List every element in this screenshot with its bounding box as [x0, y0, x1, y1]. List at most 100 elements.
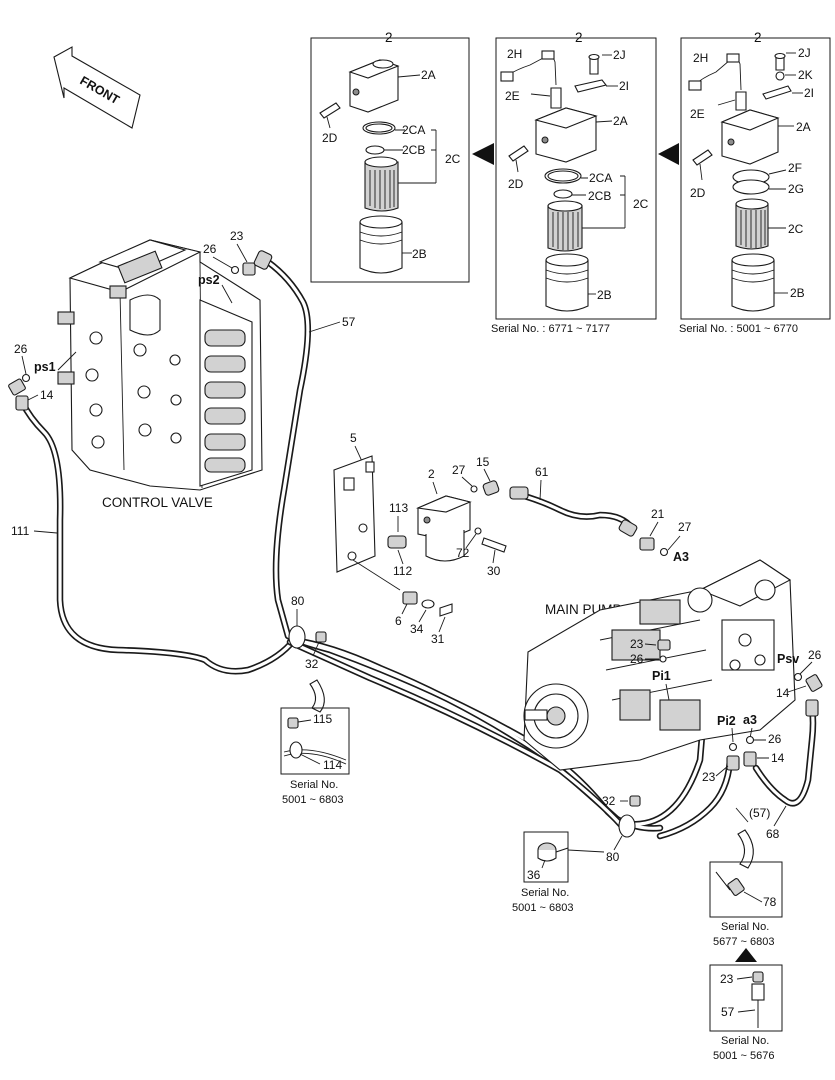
box3-label-2J: 2J: [798, 46, 811, 60]
pump-callout-23-pi2: 23: [702, 770, 716, 784]
hose-57-paren-label: (57): [749, 806, 770, 820]
filter-assembly: 5 2 27 15 61 113 72 112 30: [333, 431, 692, 646]
inset-serial-5001-5676: 23 57 Serial No. 5001 ~ 5676: [709, 964, 783, 1062]
inset-left-serial-range: 5001 ~ 6803: [282, 794, 343, 806]
box1-label-2A: 2A: [421, 68, 436, 82]
box3-label-2E: 2E: [690, 107, 705, 121]
fa-callout-72: 72: [456, 546, 470, 560]
pump-callout-14-a3: 14: [771, 751, 785, 765]
box3-label-2F: 2F: [788, 161, 802, 175]
arrow-box3-to-box2: [658, 143, 679, 165]
fa-callout-27-top: 27: [452, 463, 466, 477]
cv-callout-23: 23: [230, 229, 244, 243]
box3-label-2I: 2I: [804, 86, 814, 100]
cv-callout-26-top: 26: [203, 242, 217, 256]
pump-callout-14-psv: 14: [776, 686, 790, 700]
box3-label-2C: 2C: [788, 222, 804, 236]
inset-rb-serial-title: Serial No.: [721, 1035, 769, 1047]
filter-detail-box-1: 2 2A 2D 2CA 2CB 2C 2B: [310, 30, 470, 283]
fa-callout-6: 6: [395, 614, 402, 628]
port-a3: a3: [743, 713, 757, 727]
fa-callout-5: 5: [350, 431, 357, 445]
box3-label-2H: 2H: [693, 51, 708, 65]
filter-detail-box-2: 2 2H 2J: [491, 30, 657, 335]
inset-mid-label-36: 36: [527, 868, 541, 882]
port-A3: A3: [673, 550, 689, 564]
inset-mid-serial-range: 5001 ~ 6803: [512, 902, 573, 914]
box3-label-2G: 2G: [788, 182, 804, 196]
box2-label-2CA: 2CA: [589, 171, 612, 185]
fa-callout-61: 61: [535, 465, 549, 479]
inset-rb-label-23: 23: [720, 972, 734, 986]
fa-callout-113: 113: [389, 501, 408, 515]
pump-callout-80: 80: [606, 850, 620, 864]
hose-57-label: 57: [342, 315, 356, 329]
fa-callout-21: 21: [651, 507, 665, 521]
box1-label-2CB: 2CB: [402, 143, 425, 157]
fa-callout-34: 34: [410, 622, 424, 636]
fa-callout-112: 112: [393, 564, 412, 578]
box1-label-2B: 2B: [412, 247, 427, 261]
hose-routing: [18, 258, 817, 840]
inset-rt-serial-range: 5677 ~ 6803: [713, 936, 774, 948]
inset-left-label-114: 114: [323, 758, 342, 772]
box1-number: 2: [385, 30, 393, 45]
pump-callout-26-a3: 26: [768, 732, 782, 746]
hose-68-label: 68: [766, 827, 780, 841]
box3-label-2D: 2D: [690, 186, 706, 200]
box3-label-2B: 2B: [790, 286, 805, 300]
pump-callout-26-top: 26: [630, 652, 644, 666]
pump-callout-26-psv: 26: [808, 648, 822, 662]
arrow-box2-to-box1: [472, 143, 494, 165]
box3-label-2A: 2A: [796, 120, 811, 134]
box2-label-2B: 2B: [597, 288, 612, 302]
inset-rb-label-57: 57: [721, 1005, 735, 1019]
box3-label-2K: 2K: [798, 68, 813, 82]
port-Psv: Psv: [777, 652, 799, 666]
box2-label-2D: 2D: [508, 177, 524, 191]
control-valve: CONTROL VALVE ps2 ps1 26 23 26 14 111 57: [8, 229, 356, 538]
fa-callout-31: 31: [431, 632, 445, 646]
inset-serial-5677-6803: 78 Serial No. 5677 ~ 6803: [709, 861, 783, 948]
inset-mid-serial-title: Serial No.: [521, 887, 569, 899]
box1-label-2C: 2C: [445, 152, 461, 166]
port-Pi2: Pi2: [717, 714, 736, 728]
inset-rt-serial-title: Serial No.: [721, 921, 769, 933]
inset-left-serial-title: Serial No.: [290, 779, 338, 791]
cv-callout-26-left: 26: [14, 342, 28, 356]
box2-label-2J: 2J: [613, 48, 626, 62]
hose-clamp-left: 80 32: [288, 594, 327, 713]
fa-callout-27-right: 27: [678, 520, 692, 534]
box2-label-2A: 2A: [613, 114, 628, 128]
box2-label-2E: 2E: [505, 89, 520, 103]
box2-label-2I: 2I: [619, 79, 629, 93]
box3-serial: Serial No. : 5001 ~ 6770: [679, 323, 798, 335]
filter-detail-box-3: 2 2H 2J 2K 2I 2E 2A 2D: [679, 30, 831, 335]
fa-callout-30: 30: [487, 564, 501, 578]
inset-rt-label-78: 78: [763, 895, 777, 909]
clamp-callout-32: 32: [305, 657, 319, 671]
main-pump: MAIN PUMP 23 26 Pi1 Psv 26 14 Pi: [523, 559, 823, 869]
box1-label-2D: 2D: [322, 131, 338, 145]
box2-label-2H: 2H: [507, 47, 522, 61]
box2-label-2C: 2C: [633, 197, 649, 211]
inset-left-label-115: 115: [313, 712, 332, 726]
arrow-inset-rb-to-rt: [735, 948, 757, 962]
box2-number: 2: [575, 30, 583, 45]
pump-callout-23-top: 23: [630, 637, 644, 651]
port-ps2: ps2: [198, 273, 220, 287]
inset-rb-serial-range: 5001 ~ 5676: [713, 1050, 774, 1062]
fa-callout-2: 2: [428, 467, 435, 481]
control-valve-title: CONTROL VALVE: [102, 495, 213, 510]
cv-callout-14-left: 14: [40, 388, 54, 402]
pump-callout-32: 32: [602, 794, 616, 808]
front-direction-arrow: FRONT: [53, 46, 141, 129]
port-ps1: ps1: [34, 360, 56, 374]
inset-serial-5001-6803-left: 115 114 Serial No. 5001 ~ 6803: [280, 707, 350, 806]
inset-serial-5001-6803-mid: 36 Serial No. 5001 ~ 6803: [512, 831, 605, 914]
clamp-callout-80: 80: [291, 594, 305, 608]
box1-label-2CA: 2CA: [402, 123, 425, 137]
fa-callout-15: 15: [476, 455, 490, 469]
hose-111-label: 111: [11, 524, 30, 538]
